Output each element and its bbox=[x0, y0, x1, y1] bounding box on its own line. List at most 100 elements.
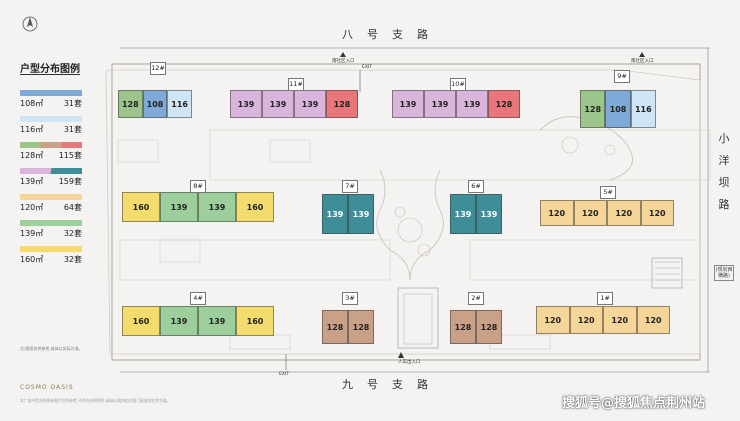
unit: 139 bbox=[230, 90, 262, 118]
unit: 139 bbox=[294, 90, 326, 118]
legend-area: 139㎡ bbox=[20, 229, 44, 238]
legend-count: 31套 bbox=[63, 125, 82, 134]
east-road-char: 小 bbox=[718, 132, 730, 145]
unit: 116 bbox=[167, 90, 192, 118]
north-entrance-label: 南社区入口 bbox=[332, 59, 355, 64]
east-road-char: 洋 bbox=[718, 154, 730, 167]
unit: 128 bbox=[580, 90, 606, 128]
unit: 139 bbox=[160, 306, 198, 336]
brand-logo-text: COSMO OASIS bbox=[20, 384, 74, 391]
unit: 139 bbox=[348, 194, 374, 234]
unit: 160 bbox=[122, 306, 160, 336]
unit: 128 bbox=[450, 310, 476, 344]
building-number: 8# bbox=[190, 180, 206, 193]
unit: 139 bbox=[322, 194, 348, 234]
legend-item: 116㎡ 31套 bbox=[20, 116, 82, 138]
unit: 160 bbox=[236, 192, 274, 222]
legend-count: 64套 bbox=[63, 203, 82, 212]
north-exit-label: EXIT bbox=[362, 65, 373, 70]
legend-swatch bbox=[20, 220, 82, 226]
east-road-label: 小 洋 坝 路 bbox=[717, 128, 731, 216]
building-number: 1# bbox=[597, 292, 613, 305]
watermark: 搜狐号@搜狐焦点荆州站 bbox=[562, 396, 706, 411]
east-road-char: 坝 bbox=[718, 176, 730, 189]
legend-count: 159套 bbox=[58, 177, 82, 186]
building-number: 6# bbox=[468, 180, 484, 193]
building-number: 9# bbox=[614, 70, 630, 83]
unit: 120 bbox=[607, 200, 641, 226]
unit: 128 bbox=[326, 90, 358, 118]
legend-area: 128㎡ bbox=[20, 151, 44, 160]
building-number: 4# bbox=[190, 292, 206, 305]
unit: 120 bbox=[536, 306, 570, 334]
legend-area: 108㎡ bbox=[20, 99, 44, 108]
legend-count: 32套 bbox=[63, 229, 82, 238]
north-road-label: 八号支路 bbox=[342, 28, 442, 41]
unit: 139 bbox=[198, 306, 236, 336]
unit: 120 bbox=[540, 200, 574, 226]
unit: 139 bbox=[450, 194, 476, 234]
building-number: 12# bbox=[150, 62, 166, 75]
legend-area: 116㎡ bbox=[20, 125, 44, 134]
legend-item: 128㎡ 115套 bbox=[20, 142, 82, 164]
unit: 160 bbox=[236, 306, 274, 336]
disclaimer: 本广告中涉及的所有图片仅供参考,不作为合同附件,具体以政府相关部门批准的文件为准… bbox=[20, 398, 171, 403]
north-right-entrance-label: 南社区入口 bbox=[631, 59, 654, 64]
legend-area: 139㎡ bbox=[20, 177, 44, 186]
unit: 139 bbox=[476, 194, 502, 234]
building-number: 7# bbox=[342, 180, 358, 193]
legend-item: 108㎡ 31套 bbox=[20, 90, 82, 112]
unit: 120 bbox=[636, 306, 670, 334]
plan-note: 注:图纸仅供参考,具体以实际为准。 bbox=[20, 346, 83, 351]
east-road-note: (规划西横路) bbox=[714, 265, 734, 281]
legend-swatch bbox=[20, 246, 82, 252]
legend-swatch bbox=[20, 168, 82, 174]
south-road-label: 九号支路 bbox=[342, 378, 442, 391]
building-number: 11# bbox=[288, 78, 304, 91]
legend-swatch bbox=[20, 116, 82, 122]
legend-area: 160㎡ bbox=[20, 255, 44, 264]
legend-rule bbox=[20, 74, 80, 75]
east-road-char: 路 bbox=[718, 198, 730, 211]
unit: 139 bbox=[198, 192, 236, 222]
unit: 108 bbox=[142, 90, 168, 118]
unit: 120 bbox=[603, 306, 637, 334]
building-number: 2# bbox=[468, 292, 484, 305]
unit: 139 bbox=[160, 192, 198, 222]
unit: 128 bbox=[118, 90, 143, 118]
legend-item: 139㎡ 32套 bbox=[20, 220, 82, 242]
unit: 120 bbox=[573, 200, 607, 226]
legend-title: 户型分布图例 bbox=[20, 64, 80, 75]
legend-item: 139㎡ 159套 bbox=[20, 168, 82, 190]
south-entrance-label: 人车出入口 bbox=[398, 360, 421, 365]
unit: 128 bbox=[476, 310, 502, 344]
unit: 108 bbox=[605, 90, 631, 128]
building-number: 5# bbox=[600, 186, 616, 199]
legend-count: 31套 bbox=[63, 99, 82, 108]
unit: 128 bbox=[322, 310, 348, 344]
legend-count: 32套 bbox=[63, 255, 82, 264]
legend-count: 115套 bbox=[58, 151, 82, 160]
unit: 120 bbox=[640, 200, 674, 226]
unit: 160 bbox=[122, 192, 160, 222]
unit: 139 bbox=[424, 90, 456, 118]
building-number: 3# bbox=[342, 292, 358, 305]
legend-swatch bbox=[20, 90, 82, 96]
unit: 120 bbox=[569, 306, 603, 334]
legend-swatch bbox=[20, 194, 82, 200]
unit: 116 bbox=[630, 90, 656, 128]
